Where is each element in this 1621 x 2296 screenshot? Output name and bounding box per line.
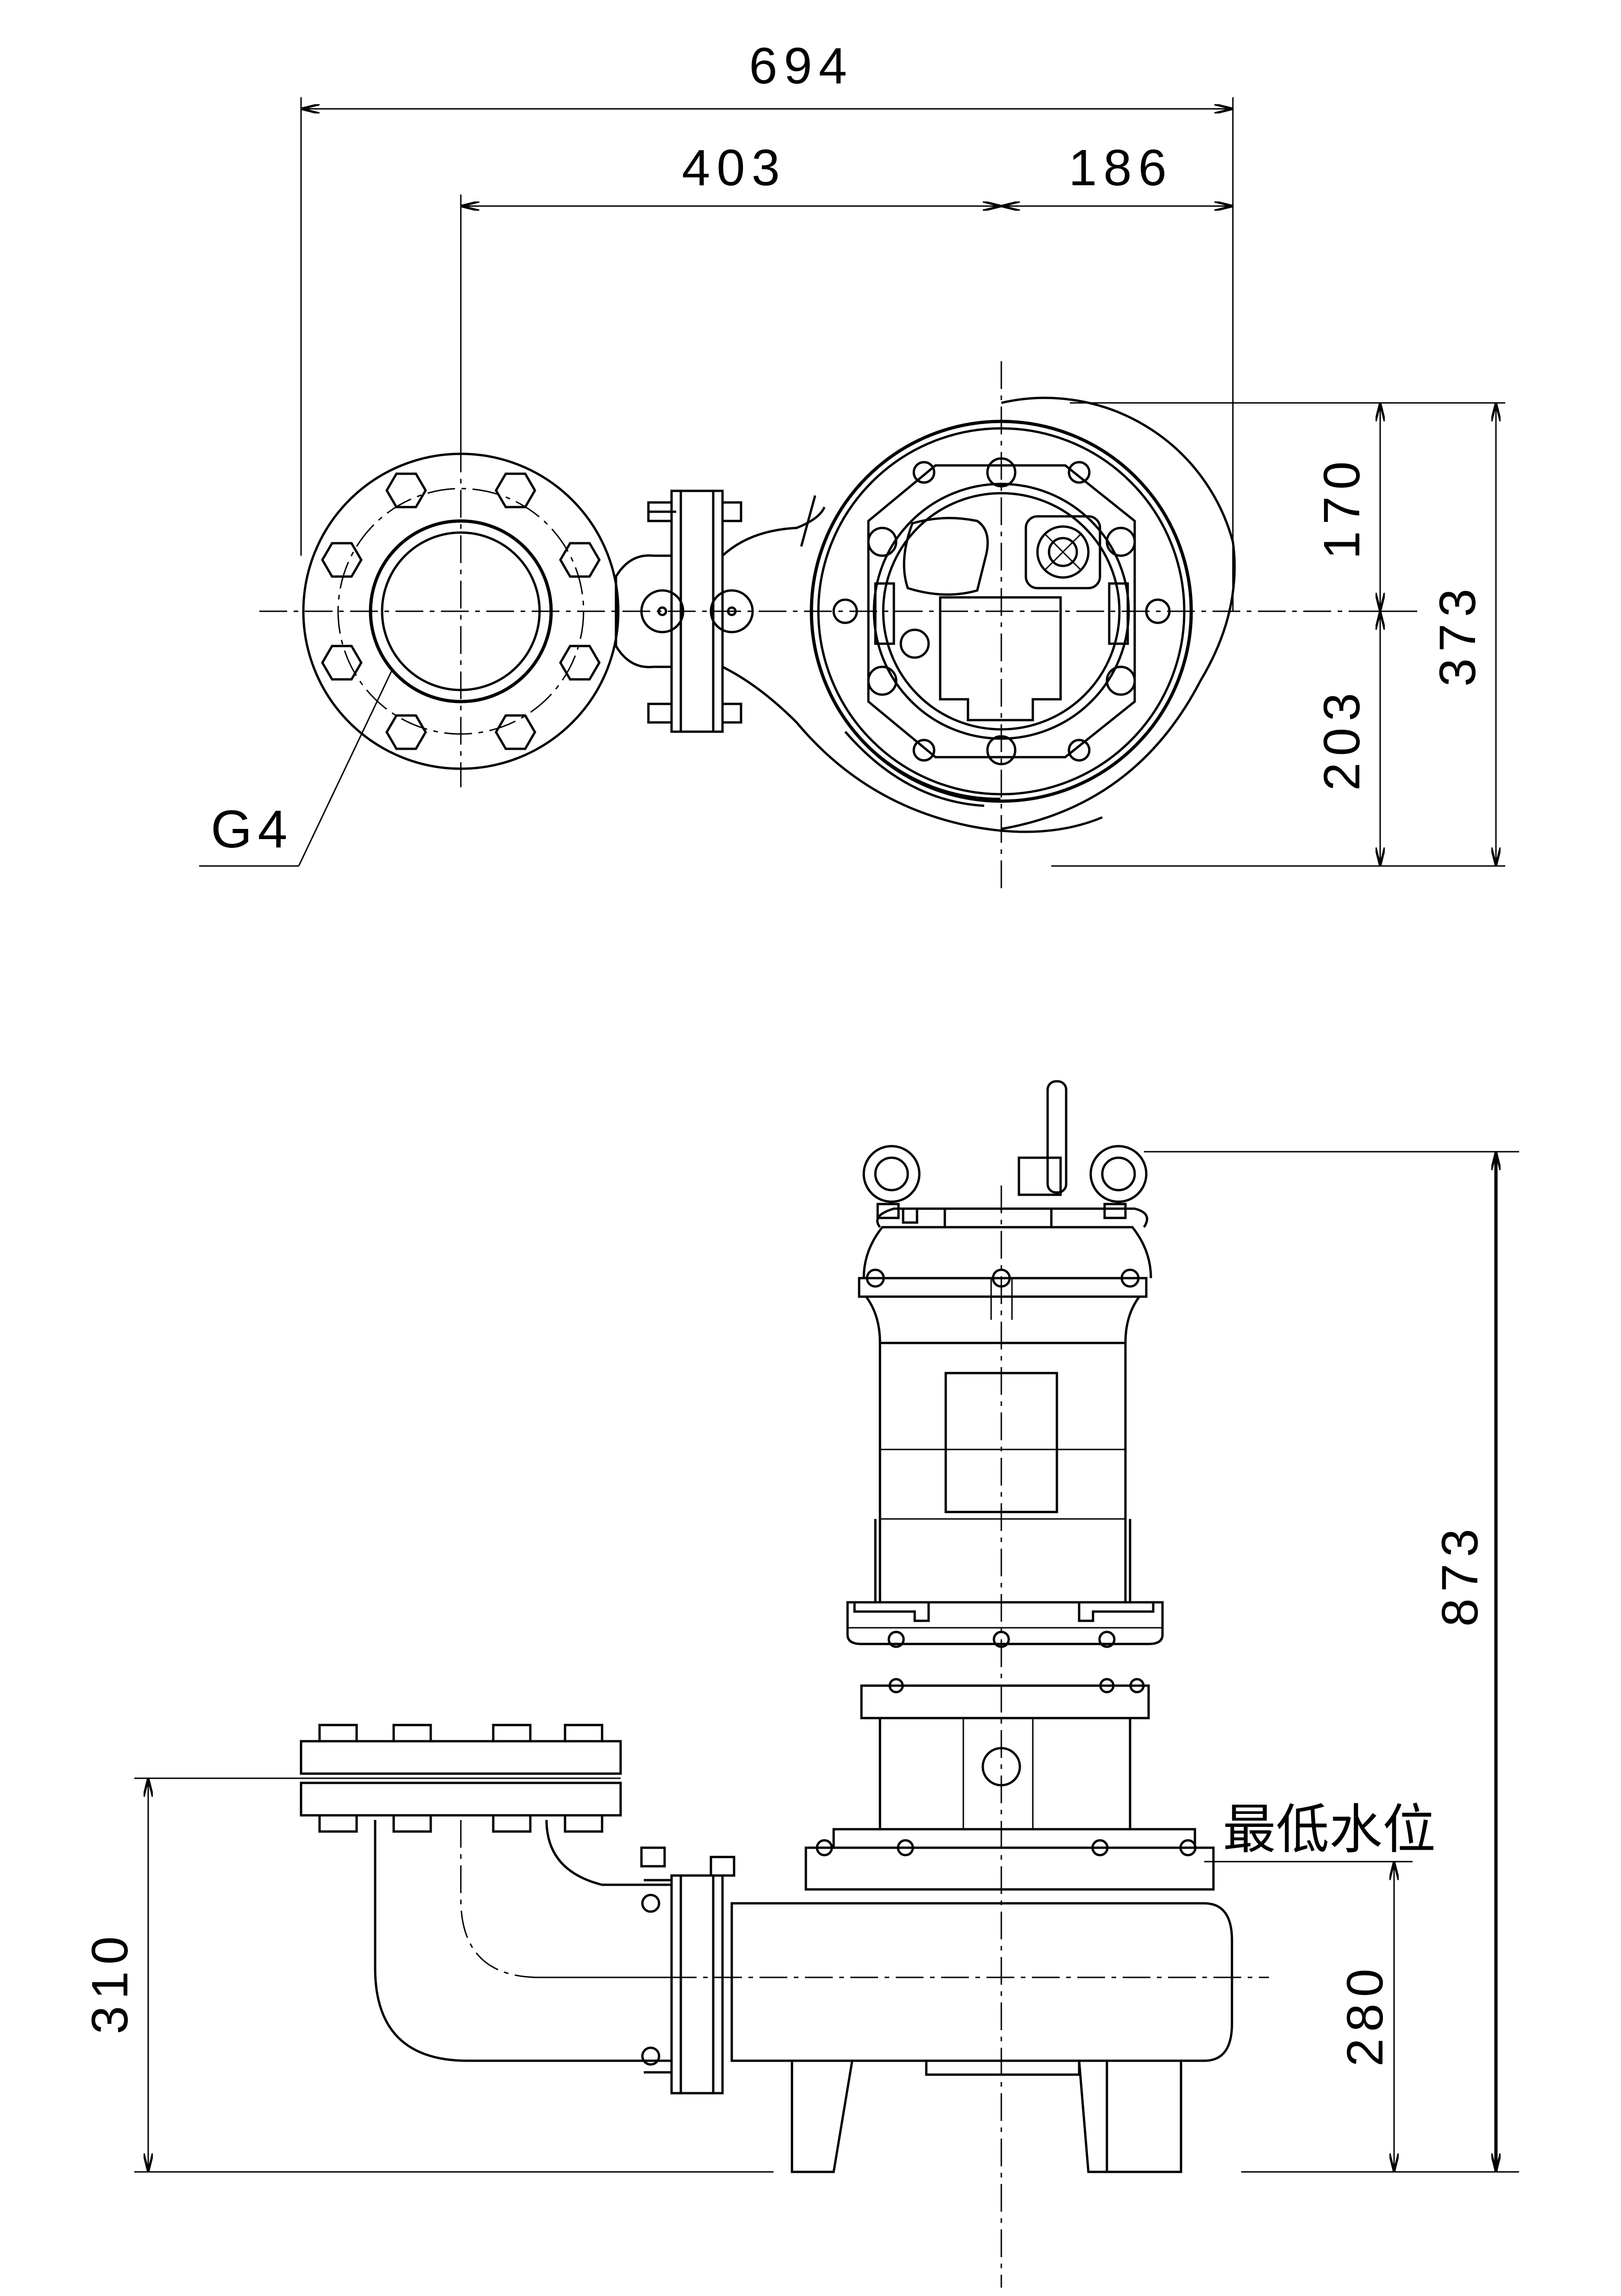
top-flange-bolts [318, 1724, 603, 1833]
flange-bolt [385, 714, 427, 750]
discharge-elbow [300, 1724, 735, 2095]
flange-bolt [321, 542, 363, 578]
dim-total-height: 873 [1144, 1151, 1519, 2173]
dim-186-text: 186 [1068, 139, 1173, 196]
dim-373-text: 373 [1429, 582, 1486, 687]
motor-body [874, 1342, 1131, 1604]
elevation-view: 873 310 280 最低水位 [82, 1080, 1519, 2288]
flange-bolt [495, 472, 536, 508]
dim-203-text: 203 [1313, 686, 1370, 791]
dim-flange-to-center: 403 [460, 139, 1001, 458]
flange-size-label: G4 [211, 800, 293, 859]
dim-310-text: 310 [82, 1930, 138, 2034]
flange-bolt [321, 645, 363, 681]
dim-plan-vertical: 170 203 373 [1051, 402, 1505, 867]
dim-min-level: 280 最低水位 [1204, 1799, 1436, 2172]
dim-center-to-right: 186 [1001, 139, 1233, 206]
dim-280-text: 280 [1337, 1962, 1394, 2067]
dim-170-text: 170 [1313, 455, 1370, 559]
dim-873-text: 873 [1432, 1522, 1489, 1627]
volute-casing [533, 1828, 1269, 2173]
dim-403-text: 403 [682, 139, 786, 196]
guide-rail-bracket-plan [615, 489, 1103, 833]
plan-view: 694 403 186 170 203 373 [199, 38, 1505, 889]
min-water-level-label: 最低水位 [1223, 1799, 1436, 1861]
pump-bracket [860, 1678, 1150, 1831]
motor-bottom-flange [846, 1601, 1164, 1648]
motor-top-cover [858, 1203, 1152, 1344]
flange-bolt-group [321, 472, 601, 750]
pump-body-plan [810, 396, 1236, 830]
lifting-handle [862, 1080, 1148, 1203]
discharge-flange-plan: G4 [199, 452, 620, 867]
flange-bolt [559, 542, 601, 578]
flange-bolt [385, 472, 427, 508]
flange-bolt [495, 714, 536, 750]
dim-overall-width: 694 [300, 38, 1234, 611]
motor-lug-group [832, 457, 1171, 765]
dim-discharge-height: 310 [82, 1777, 773, 2173]
dim-694-text: 694 [749, 38, 854, 94]
flange-bolt [559, 645, 601, 681]
